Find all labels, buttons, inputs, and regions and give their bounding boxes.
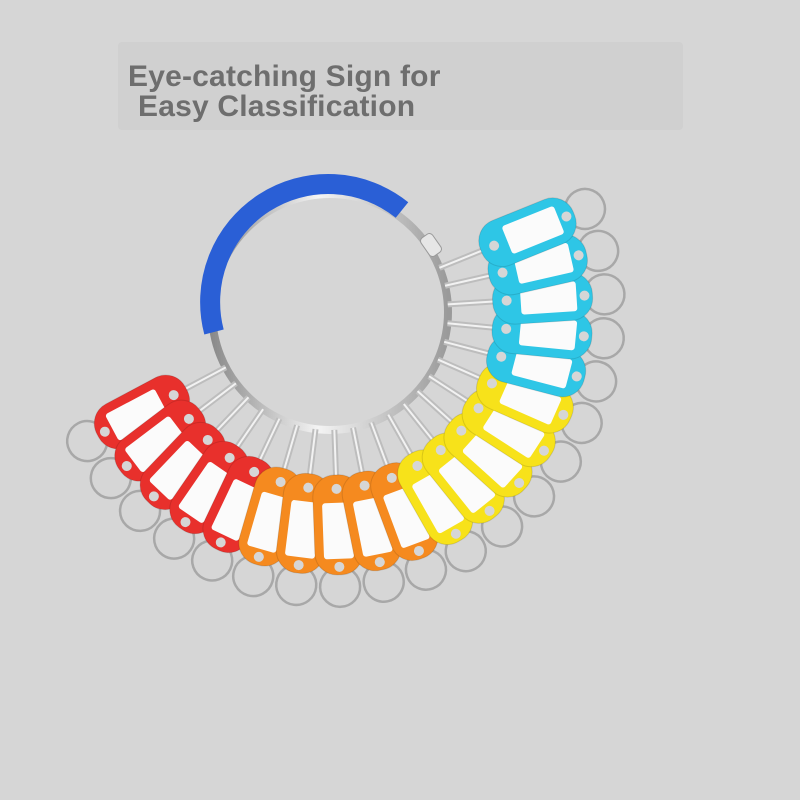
- headline-line-2: Easy Classification: [138, 90, 416, 123]
- key-tag-red: [65, 364, 228, 463]
- headline-line-1: Eye-catching Sign for: [128, 60, 441, 93]
- blue-sleeve: [200, 174, 409, 335]
- key-tag-yellow: [401, 402, 524, 548]
- key-tag-cyan: [438, 187, 607, 271]
- key-tag-yellow: [415, 388, 556, 518]
- carabiner-ring: [200, 174, 452, 434]
- key-tag-red: [152, 407, 266, 560]
- headline-banner: [118, 42, 683, 130]
- key-tag-yellow: [427, 373, 583, 483]
- key-tag-orange: [341, 427, 405, 603]
- tag-fan: [65, 187, 626, 609]
- headline: Eye-catching Sign for Easy Classificatio…: [128, 62, 441, 122]
- clasp: [420, 233, 442, 257]
- key-tag-orange: [368, 421, 448, 591]
- key-tag-yellow: [385, 413, 487, 573]
